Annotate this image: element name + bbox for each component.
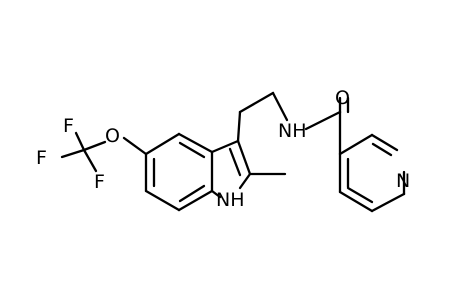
bond-c-f-left (60, 148, 86, 159)
bond-py-c2-n (370, 133, 399, 152)
bond-c4-c3a (177, 132, 214, 154)
atom-label-o-ether: O (105, 125, 120, 147)
bond-c5-c4 (144, 132, 181, 156)
bond-c-f-top (74, 131, 86, 152)
bond-c3-ch2a (236, 110, 242, 143)
bond-c7-c6 (144, 189, 181, 212)
atom-label-n-pyridine: N (396, 170, 410, 192)
atom-label-nh-amide: NH (278, 120, 307, 142)
bond-ch2a-ch2b (238, 91, 275, 114)
bond-c7a-c7-inner (178, 184, 206, 203)
bond-py-c3-c2 (338, 133, 374, 156)
bond-c2-n1 (238, 172, 252, 190)
bond-cf3-o (82, 140, 107, 152)
bond-py-c6-c5 (370, 192, 406, 213)
bond-py-c5-c4 (338, 190, 374, 213)
atom-label-f-left: F (36, 147, 47, 169)
bond-n1-c7a (210, 189, 222, 199)
bond-py-c5-c4-inner (346, 186, 374, 204)
bond-c4-c3a-inner (178, 141, 206, 159)
trifluoromethyl-group (60, 131, 107, 173)
bond-o-ring (122, 136, 148, 156)
benzene-ring (144, 132, 214, 212)
bond-ch2b-nh (271, 91, 289, 122)
bond-c7a-c7 (177, 189, 214, 212)
atom-label-f-top: F (63, 115, 74, 137)
bond-c-f-bottom (82, 148, 98, 173)
bond-nh-carbonyl (304, 110, 342, 131)
pyrrole-ring (210, 139, 252, 199)
bond-c3-c2-inner (228, 147, 242, 177)
pyridine-ring (338, 133, 406, 213)
bond-py-c2-n-inner (371, 142, 393, 157)
bond-c3-c2 (236, 139, 252, 176)
bond-c3a-c3 (210, 139, 240, 154)
atom-label-o-carbonyl: O (335, 87, 350, 109)
atom-label-nh-indole: NH (216, 189, 245, 211)
atom-label-f-bottom: F (94, 171, 105, 193)
